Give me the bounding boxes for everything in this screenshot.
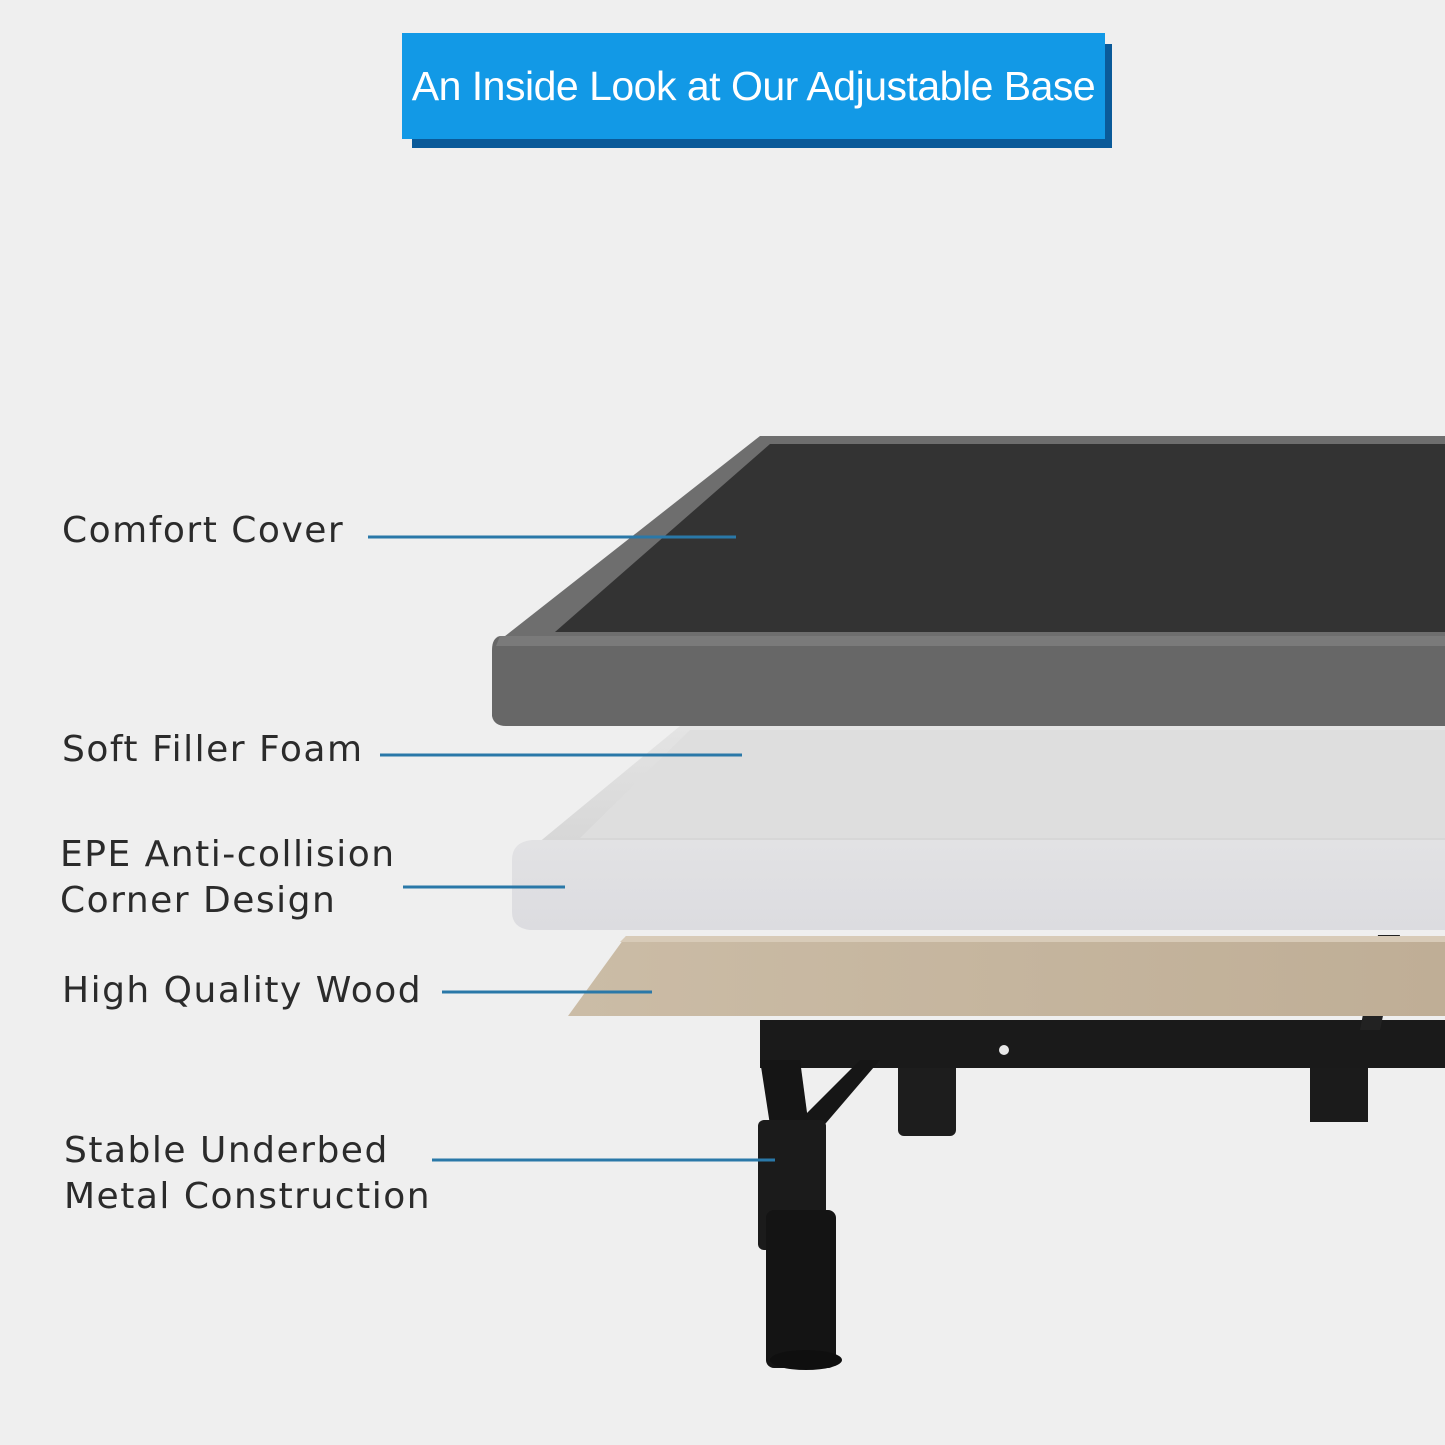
- callout-line: Comfort Cover: [62, 510, 345, 551]
- callout-line: Corner Design: [60, 880, 337, 921]
- callout-metal-construction: Stable Underbed Metal Construction: [64, 1128, 431, 1220]
- wood-layer: [568, 936, 1445, 1016]
- foam-layer: [512, 726, 1445, 930]
- callout-high-quality-wood: High Quality Wood: [62, 968, 422, 1014]
- cover-layer: [492, 436, 1445, 726]
- callout-line: Stable Underbed: [64, 1130, 389, 1171]
- callout-line: Metal Construction: [64, 1176, 432, 1217]
- title-banner: An Inside Look at Our Adjustable Base: [402, 33, 1105, 139]
- callout-line: EPE Anti-collision: [60, 834, 396, 875]
- leader-lines: [368, 535, 775, 1162]
- banner-title: An Inside Look at Our Adjustable Base: [411, 62, 1096, 109]
- callout-soft-filler-foam: Soft Filler Foam: [62, 727, 364, 773]
- callout-epe-corner: EPE Anti-collision Corner Design: [60, 832, 396, 924]
- callout-comfort-cover: Comfort Cover: [62, 508, 344, 554]
- callout-line: High Quality Wood: [62, 970, 423, 1011]
- callout-line: Soft Filler Foam: [62, 729, 364, 770]
